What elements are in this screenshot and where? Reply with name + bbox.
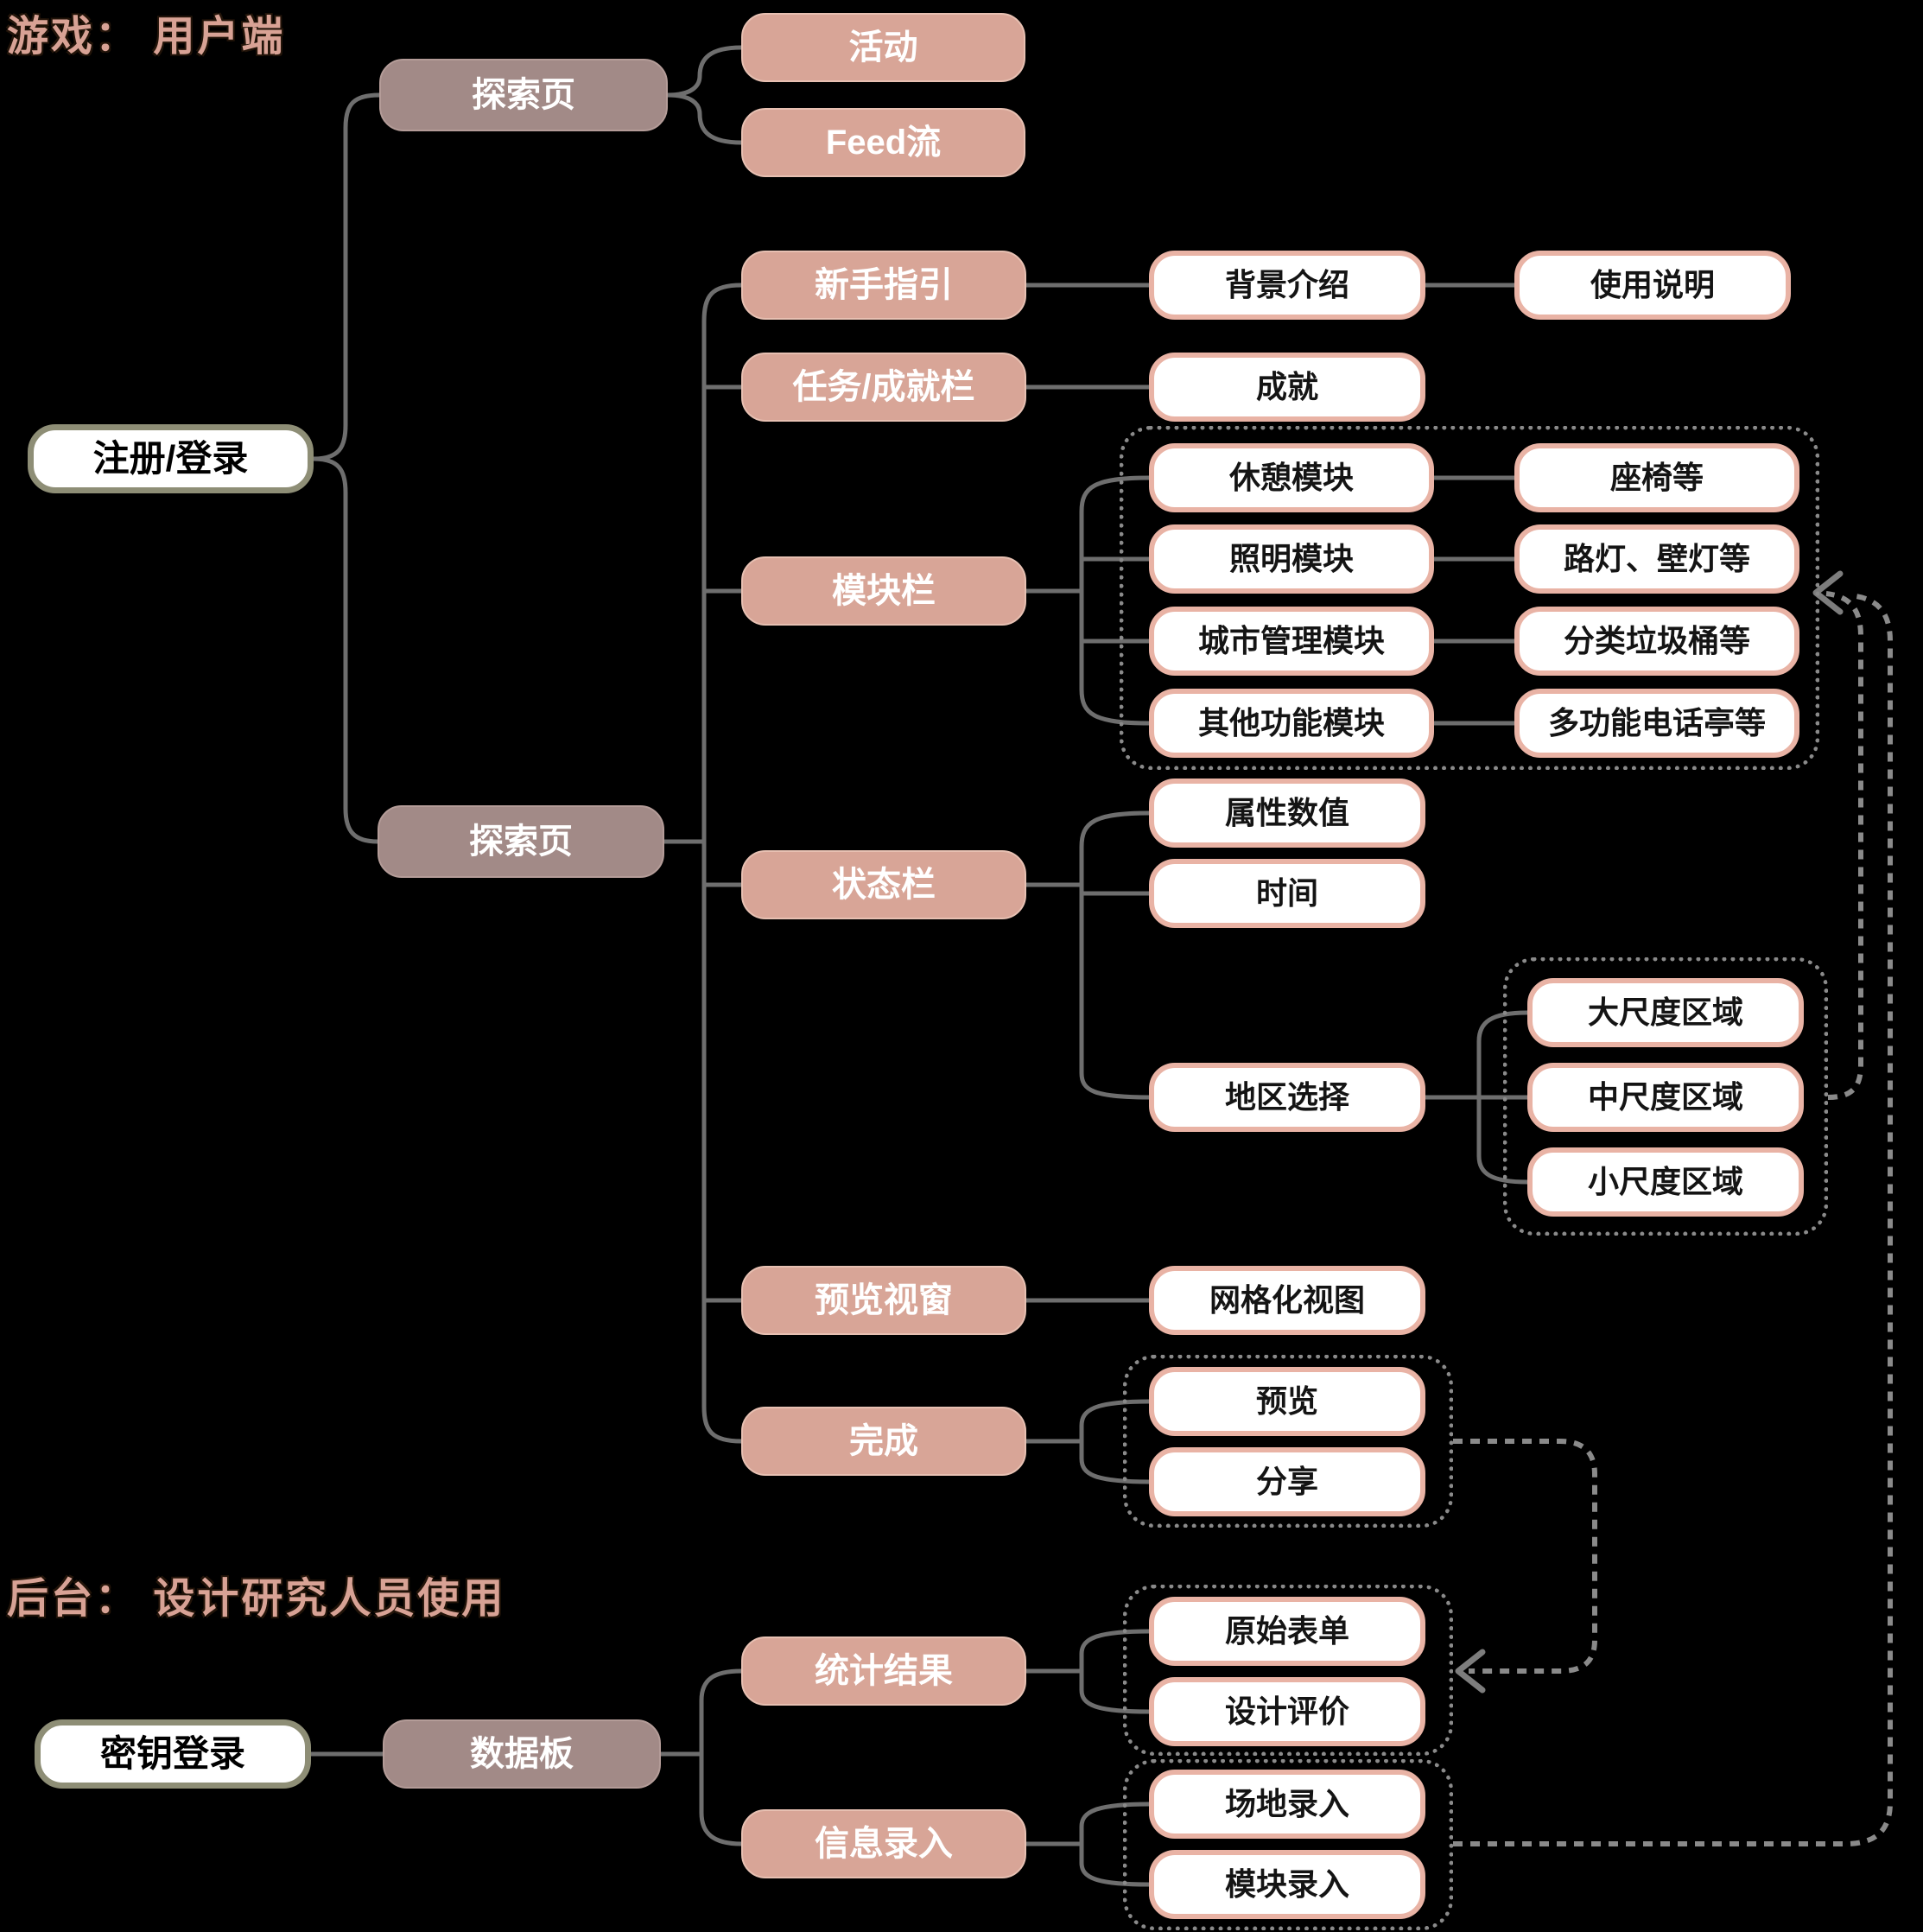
group-modules (1120, 426, 1819, 770)
node-preview-window[interactable]: 预览视窗 (741, 1266, 1026, 1335)
group-region-scales (1503, 957, 1828, 1236)
node-usage-guide[interactable]: 使用说明 (1514, 251, 1791, 320)
node-medium-scale-area[interactable]: 中尺度区域 (1527, 1063, 1804, 1132)
node-beginner-guide[interactable]: 新手指引 (741, 251, 1026, 320)
node-explore-page-main[interactable]: 探索页 (378, 805, 664, 878)
node-complete[interactable]: 完成 (741, 1407, 1026, 1476)
node-register-login[interactable]: 注册/登录 (28, 424, 314, 493)
node-feed-stream[interactable]: Feed流 (741, 108, 1025, 177)
edges-straight-rows (1023, 283, 1517, 1303)
node-lighting-module[interactable]: 照明模块 (1149, 524, 1434, 594)
node-time[interactable]: 时间 (1149, 859, 1425, 928)
node-info-entry[interactable]: 信息录入 (741, 1809, 1026, 1878)
node-module-bar[interactable]: 模块栏 (741, 556, 1026, 626)
fork-status-bar (1023, 810, 1152, 1100)
node-rest-module[interactable]: 休憩模块 (1149, 443, 1434, 512)
arrowhead-into-stats (1455, 1649, 1486, 1694)
rail-explore-main (662, 283, 744, 1444)
node-share[interactable]: 分享 (1149, 1447, 1425, 1516)
node-phone-booth[interactable]: 多功能电话亭等 (1514, 689, 1799, 758)
node-seats[interactable]: 座椅等 (1514, 443, 1799, 512)
edge-explore-top-children (665, 45, 744, 145)
title-game-client: 游戏： 用户端 (7, 14, 286, 60)
node-design-eval[interactable]: 设计评价 (1149, 1677, 1425, 1746)
fork-module-bar (1023, 475, 1152, 726)
node-small-scale-area[interactable]: 小尺度区域 (1527, 1147, 1804, 1217)
node-task-achievement-bar[interactable]: 任务/成就栏 (741, 353, 1026, 422)
node-trash-bins[interactable]: 分类垃圾桶等 (1514, 607, 1799, 676)
dashed-region-to-modules (1825, 591, 1863, 1100)
node-module-entry[interactable]: 模块录入 (1149, 1850, 1425, 1919)
node-lamps[interactable]: 路灯、壁灯等 (1514, 524, 1799, 594)
node-data-board[interactable]: 数据板 (383, 1719, 661, 1789)
dashed-infoentry-to-modules (1453, 594, 1893, 1846)
node-city-mgmt-module[interactable]: 城市管理模块 (1149, 607, 1434, 676)
node-attribute-values[interactable]: 属性数值 (1149, 779, 1425, 848)
node-explore-page-top[interactable]: 探索页 (379, 59, 668, 131)
node-key-login[interactable]: 密钥登录 (35, 1719, 311, 1789)
node-large-scale-area[interactable]: 大尺度区域 (1527, 978, 1804, 1047)
node-region-select[interactable]: 地区选择 (1149, 1063, 1425, 1132)
node-activity[interactable]: 活动 (741, 13, 1025, 82)
fork-complete (1023, 1399, 1152, 1484)
edges-backend (308, 1629, 1152, 1887)
group-info-entry (1123, 1759, 1453, 1930)
node-achievement[interactable]: 成就 (1149, 353, 1425, 422)
dashed-complete-to-stats (1453, 1439, 1597, 1674)
node-other-modules[interactable]: 其他功能模块 (1149, 689, 1434, 758)
edge-root-to-explore-pages (311, 92, 382, 844)
node-site-entry[interactable]: 场地录入 (1149, 1770, 1425, 1839)
node-background-intro[interactable]: 背景介绍 (1149, 251, 1425, 320)
group-stats-outputs (1123, 1585, 1453, 1756)
node-preview[interactable]: 预览 (1149, 1367, 1425, 1436)
node-grid-view[interactable]: 网格化视图 (1149, 1266, 1425, 1335)
node-status-bar[interactable]: 状态栏 (741, 850, 1026, 919)
node-raw-form[interactable]: 原始表单 (1149, 1597, 1425, 1666)
group-complete-actions (1123, 1355, 1453, 1528)
node-stats-result[interactable]: 统计结果 (741, 1636, 1026, 1706)
title-backend: 后台： 设计研究人员使用 (7, 1576, 506, 1622)
